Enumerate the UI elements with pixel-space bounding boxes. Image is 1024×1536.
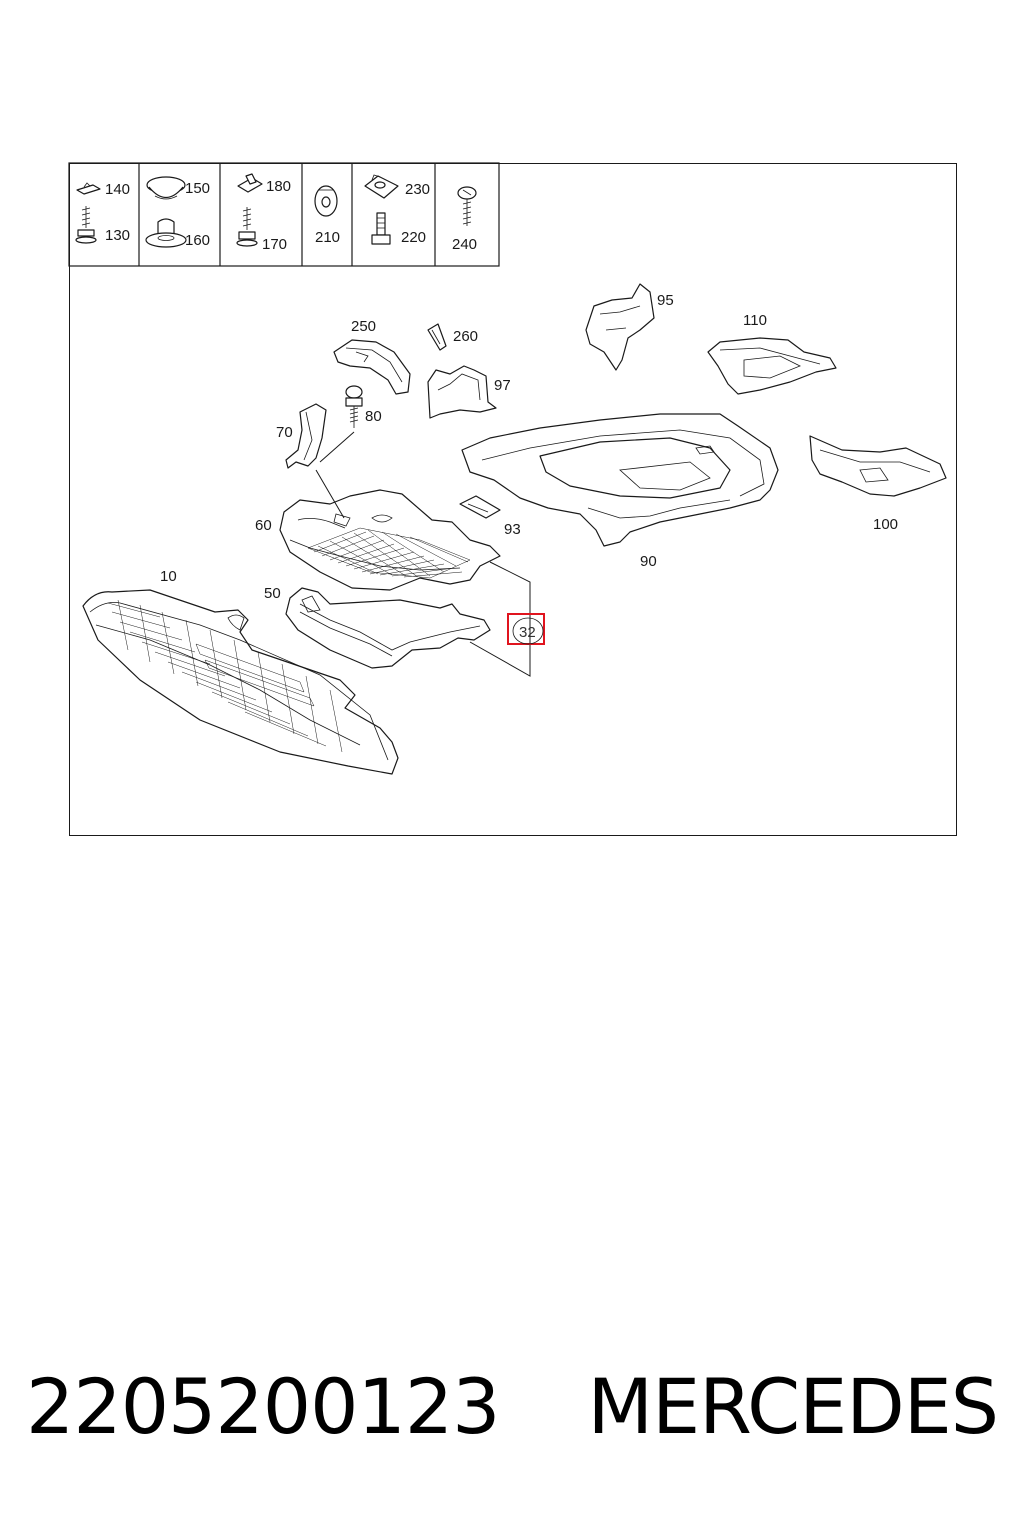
grommet-icon (145, 218, 187, 248)
part-250-air-duct (333, 339, 411, 395)
part-label-100: 100 (873, 516, 898, 533)
nut-icon (314, 185, 338, 217)
part-97-heat-shield (427, 365, 497, 419)
fastener-label-140: 140 (105, 181, 130, 198)
part-95-bracket (585, 283, 655, 371)
bolt-icon (371, 212, 391, 245)
fastener-label-170: 170 (262, 236, 287, 253)
fastener-label-160: 160 (185, 232, 210, 249)
part-70-bracket (285, 403, 327, 469)
part-label-50: 50 (264, 585, 281, 602)
part-label-260: 260 (453, 328, 478, 345)
part-number: 2205200123 (25, 1362, 501, 1451)
part-label-60: 60 (255, 517, 272, 534)
part-100-side-cover (809, 435, 947, 497)
part-label-10: 10 (160, 568, 177, 585)
plug-icon (146, 176, 186, 200)
highlighted-callout-32[interactable]: 32 (507, 613, 545, 645)
part-label-70: 70 (276, 424, 293, 441)
part-label-93: 93 (504, 521, 521, 538)
part-80-screw (345, 385, 363, 428)
fastener-label-180: 180 (266, 178, 291, 195)
fastener-label-210: 210 (315, 229, 340, 246)
part-10-front-undertray (82, 589, 399, 775)
u-nut-icon (237, 173, 263, 193)
clip-nut-icon (364, 174, 399, 199)
part-90-rear-undertray (461, 413, 779, 547)
fastener-legend: 140 130 150 160 180 (68, 162, 500, 267)
part-label-250: 250 (351, 318, 376, 335)
part-260-clip (427, 323, 447, 351)
fastener-label-220: 220 (401, 229, 426, 246)
leader-line (469, 561, 531, 677)
callout-label-32: 32 (519, 624, 536, 641)
part-label-90: 90 (640, 553, 657, 570)
clip-icon (76, 182, 101, 195)
part-110-cover (707, 337, 837, 395)
screw-icon (75, 206, 97, 244)
diagram-frame (69, 163, 957, 836)
part-label-95: 95 (657, 292, 674, 309)
brand-name: MERCEDES (587, 1362, 999, 1451)
fastener-label-230: 230 (405, 181, 430, 198)
part-label-97: 97 (494, 377, 511, 394)
part-93-plate (459, 495, 501, 519)
part-label-80: 80 (365, 408, 382, 425)
screw-icon (236, 207, 258, 247)
part-50-lower-panel (285, 587, 491, 669)
part-60-engine-undertray (279, 489, 501, 591)
part-label-110: 110 (743, 312, 767, 329)
fastener-label-240: 240 (452, 236, 477, 253)
fastener-label-150: 150 (185, 180, 210, 197)
caption: 2205200123 MERCEDES (0, 1362, 1024, 1451)
fastener-label-130: 130 (105, 227, 130, 244)
screw-icon (457, 186, 477, 226)
